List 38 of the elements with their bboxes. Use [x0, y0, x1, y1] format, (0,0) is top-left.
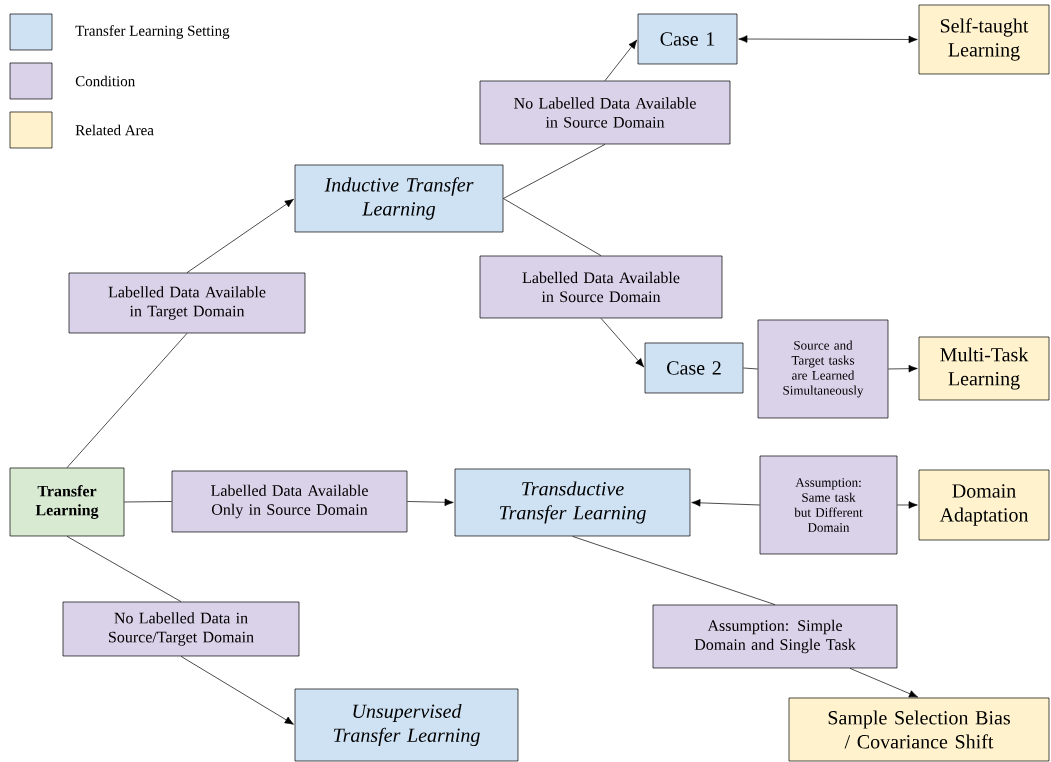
- legend-label: Transfer Learning Setting: [75, 25, 230, 39]
- connector-line: [66, 536, 182, 602]
- arrow: [849, 668, 919, 698]
- connector-line: [743, 367, 758, 370]
- related-area-box: Domain Adaptation: [918, 469, 1050, 541]
- related-area-box: Self-taught Learning: [918, 4, 1050, 75]
- setting-box: Case 1: [637, 13, 738, 65]
- arrow: [691, 499, 760, 507]
- condition-box: No Labelled Data in Source/Target Domain: [62, 601, 300, 657]
- related-area-box: Sample Selection Bias / Covariance Shift: [788, 697, 1050, 762]
- arrow: [888, 364, 918, 373]
- arrow: [604, 39, 638, 81]
- condition-box: Labelled Data Available Only in Source Domain: [171, 470, 408, 533]
- connector-line: [66, 333, 188, 468]
- arrow: [180, 656, 294, 725]
- arrow: [738, 35, 918, 44]
- legend-label: Related Area: [75, 124, 154, 136]
- connector-line: [503, 144, 606, 199]
- legend-label: Condition: [75, 75, 135, 87]
- root-box: Transfer Learning: [9, 467, 125, 537]
- setting-box: Transductive Transfer Learning: [454, 468, 691, 537]
- connector-line: [503, 198, 602, 256]
- connector-line: [572, 536, 776, 605]
- condition-box: Assumption: Same task but Different Domain: [759, 455, 898, 555]
- arrow: [186, 198, 294, 273]
- connector-line: [124, 501, 172, 503]
- arrow: [897, 501, 918, 509]
- related-area-box: Multi-Task Learning: [918, 336, 1050, 401]
- condition-box: No Labelled Data Available in Source Domain: [479, 80, 731, 145]
- setting-box: Inductive Transfer Learning: [294, 164, 504, 233]
- condition-box: Source and Target tasks are Learned Simultaneously: [757, 319, 889, 419]
- condition-box: Labelled Data Available in Source Domain: [479, 255, 723, 319]
- condition-box: Assumption: Simple Domain and Single Task: [652, 604, 898, 669]
- setting-box: Case 2: [644, 342, 744, 394]
- setting-box: Unsupervised Transfer Learning: [294, 688, 519, 762]
- arrow: [600, 318, 645, 368]
- condition-box: Labelled Data Available in Target Domain: [68, 272, 306, 334]
- arrow: [407, 498, 454, 506]
